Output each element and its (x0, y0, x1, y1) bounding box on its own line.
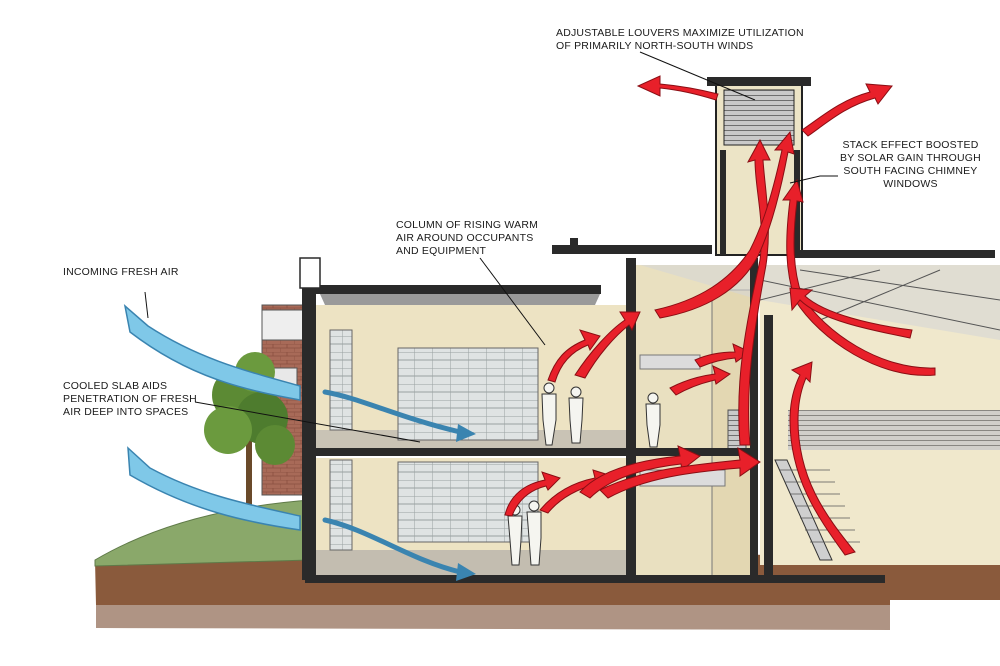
cool-air-arrows (123, 304, 301, 531)
chimney-stack-arrow (738, 138, 771, 446)
incoming-air-arrow-upper (123, 304, 301, 401)
stack-line-3: SOUTH FACING CHIMNEY (843, 165, 978, 177)
incoming-line-1: INCOMING FRESH AIR (63, 266, 179, 278)
incoming-air-annotation: INCOMING FRESH AIR (63, 266, 179, 279)
slab-air-arrows (322, 389, 463, 575)
chimney-stack-arrow (789, 361, 856, 556)
leader-lines (144, 51, 838, 443)
person (526, 500, 542, 566)
stack-line-4: WINDOWS (883, 178, 938, 190)
grass-berm (94, 499, 311, 567)
stack-line-1: STACK EFFECT BOOSTED (842, 139, 979, 151)
column-line-2: AIR AROUND OCCUPANTS (396, 232, 534, 244)
stack-effect-annotation: STACK EFFECT BOOSTED BY SOLAR GAIN THROU… (840, 139, 981, 191)
slab-line-1: COOLED SLAB AIDS (63, 380, 168, 392)
chimney-stack-arrow (789, 287, 913, 339)
slab-arrowheads (456, 424, 476, 581)
slab-line-2: PENETRATION OF FRESH (63, 393, 197, 405)
warm-air-arrows (504, 75, 936, 556)
warm-air-arrow (574, 311, 641, 379)
exhaust-arrow (801, 83, 893, 137)
slab-air-arrow-lower (322, 517, 463, 575)
column-line-1: COLUMN OF RISING WARM (396, 219, 539, 231)
warm-air-arrow (669, 365, 731, 396)
structure (299, 238, 995, 583)
louvers-line-2: OF PRIMARILY NORTH-SOUTH WINDS (556, 40, 754, 52)
warm-air-arrow (547, 329, 601, 383)
slab-air-arrow-upper (322, 389, 463, 435)
person (568, 386, 584, 444)
column-line-3: AND EQUIPMENT (396, 245, 487, 257)
rising-air-annotation: COLUMN OF RISING WARM AIR AROUND OCCUPAN… (396, 219, 538, 258)
chimney-stack-arrow (654, 130, 795, 319)
warm-air-arrow (504, 471, 561, 517)
louvers-annotation: ADJUSTABLE LOUVERS MAXIMIZE UTILIZATION … (556, 27, 804, 53)
occupants (507, 382, 661, 566)
warm-air-arrow (599, 446, 761, 499)
louvers-line-1: ADJUSTABLE LOUVERS MAXIMIZE UTILIZATION (556, 27, 804, 39)
exhaust-arrow (636, 75, 719, 101)
slab-line-3: AIR DEEP INTO SPACES (63, 406, 189, 418)
warm-air-arrow (579, 445, 701, 499)
person (541, 382, 557, 446)
cooled-slab-annotation: COOLED SLAB AIDS PENETRATION OF FRESH AI… (63, 380, 197, 419)
building-shell (312, 77, 1000, 581)
stack-line-2: BY SOLAR GAIN THROUGH (840, 152, 981, 164)
chimney-stack-arrow (782, 178, 936, 376)
incoming-air-arrow-lower (127, 446, 301, 531)
person (645, 392, 661, 448)
